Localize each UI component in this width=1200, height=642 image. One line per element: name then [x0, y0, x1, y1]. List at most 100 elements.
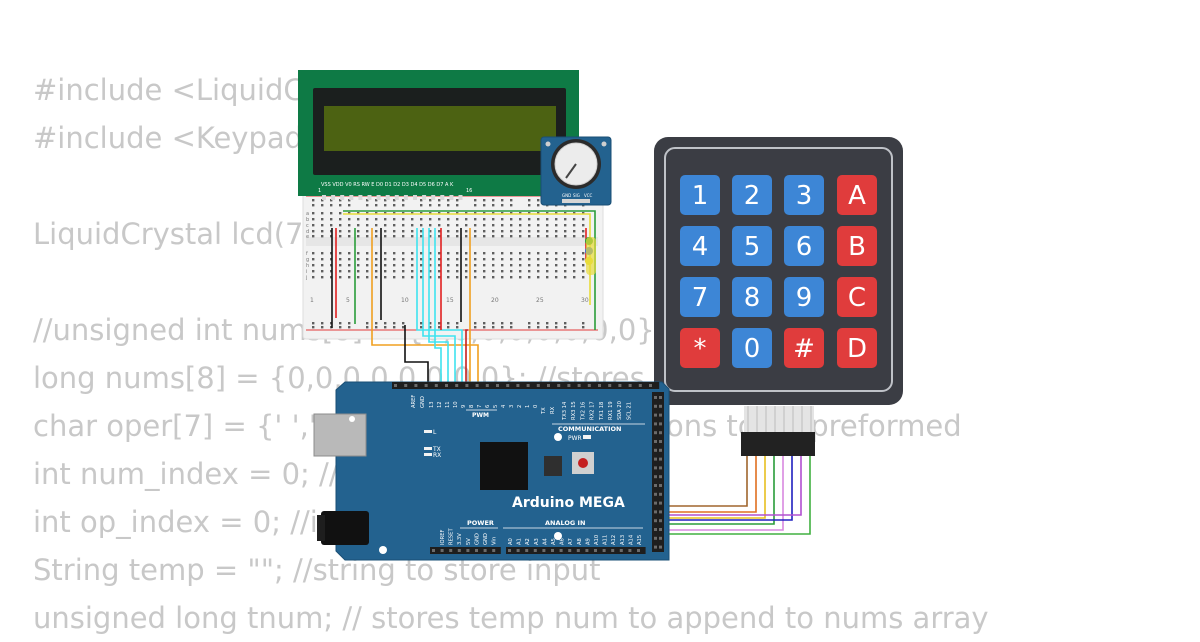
right-header-socket[interactable]: [654, 484, 657, 487]
power-jack[interactable]: [321, 511, 369, 545]
power-header-socket[interactable]: [492, 549, 496, 552]
right-header-socket[interactable]: [659, 475, 662, 479]
right-header-socket[interactable]: [659, 501, 662, 505]
power-analog-pin-header[interactable]: [430, 547, 646, 554]
power-header-socket[interactable]: [466, 549, 470, 552]
right-header-socket[interactable]: [654, 545, 657, 549]
key-5[interactable]: 5: [732, 226, 772, 266]
right-header-socket[interactable]: [654, 448, 657, 452]
analog-header-socket[interactable]: [576, 549, 580, 552]
lcd-module[interactable]: VSS VDD V0 RS RW E D0 D1 D2 D3 D4 D5 D6 …: [298, 70, 579, 200]
key-d[interactable]: D: [837, 328, 877, 368]
digital-header-socket[interactable]: [475, 384, 479, 387]
right-header-socket[interactable]: [659, 396, 662, 399]
right-header-socket[interactable]: [659, 510, 662, 514]
key-2[interactable]: 2: [732, 175, 772, 215]
analog-header-socket[interactable]: [551, 549, 554, 552]
power-header-socket[interactable]: [475, 549, 478, 552]
right-header-socket[interactable]: [654, 422, 657, 426]
key-0[interactable]: 0: [732, 328, 772, 368]
digital-header-socket[interactable]: [547, 384, 550, 387]
right-header-socket[interactable]: [654, 492, 657, 496]
right-header-socket[interactable]: [654, 475, 657, 479]
key-1[interactable]: 1: [680, 175, 720, 215]
right-header-socket[interactable]: [659, 422, 662, 426]
digital-header-socket[interactable]: [394, 384, 397, 387]
digital-header-socket[interactable]: [404, 384, 408, 387]
right-header-socket[interactable]: [659, 404, 662, 408]
power-header-socket[interactable]: [457, 549, 461, 552]
right-header-socket[interactable]: [654, 501, 657, 505]
analog-header-socket[interactable]: [559, 549, 563, 552]
right-header-socket[interactable]: [654, 519, 657, 523]
digital-header-socket[interactable]: [536, 384, 540, 387]
key-7[interactable]: 7: [680, 277, 720, 317]
right-header-socket[interactable]: [654, 536, 657, 540]
power-header-socket[interactable]: [440, 549, 444, 552]
arduino-mega[interactable]: L TX RX PWR Arduino MEGA PWM COMMUNICATI…: [313, 381, 670, 561]
right-header-socket[interactable]: [659, 545, 662, 549]
right-header-socket[interactable]: [659, 448, 662, 452]
right-header-socket[interactable]: [654, 440, 657, 443]
digital-header-socket[interactable]: [414, 384, 418, 387]
analog-header-socket[interactable]: [585, 549, 589, 552]
usb-connector[interactable]: [313, 413, 367, 457]
right-header-socket[interactable]: [659, 492, 662, 496]
reset-button[interactable]: [578, 458, 588, 468]
digital-header-socket[interactable]: [618, 384, 622, 387]
right-header-socket[interactable]: [654, 466, 657, 470]
digital-header-socket[interactable]: [598, 384, 601, 387]
digital-header-socket[interactable]: [638, 384, 642, 387]
analog-header-socket[interactable]: [525, 549, 529, 552]
digital-header-socket[interactable]: [506, 384, 510, 387]
analog-header-socket[interactable]: [516, 549, 520, 552]
digital-header-socket[interactable]: [445, 384, 448, 387]
right-header-socket[interactable]: [654, 431, 657, 435]
power-header-socket[interactable]: [449, 549, 453, 552]
right-header-socket[interactable]: [659, 519, 662, 523]
digital-header-socket[interactable]: [557, 384, 561, 387]
right-header-socket[interactable]: [659, 431, 662, 435]
key-8[interactable]: 8: [732, 277, 772, 317]
right-header-socket[interactable]: [654, 510, 657, 514]
digital-header-socket[interactable]: [424, 384, 428, 387]
right-header-socket[interactable]: [654, 457, 657, 461]
digital-header-socket[interactable]: [516, 384, 520, 387]
digital-header-socket[interactable]: [628, 384, 632, 387]
digital-header-socket[interactable]: [434, 384, 438, 387]
right-header-socket[interactable]: [659, 528, 662, 531]
digital-header-socket[interactable]: [587, 384, 591, 387]
digital-header-socket[interactable]: [567, 384, 571, 387]
key-4[interactable]: 4: [680, 226, 720, 266]
analog-header-socket[interactable]: [508, 549, 511, 552]
digital-header-socket[interactable]: [608, 384, 612, 387]
analog-header-socket[interactable]: [533, 549, 537, 552]
key-a[interactable]: A: [837, 175, 877, 215]
right-header-socket[interactable]: [654, 396, 657, 399]
analog-header-socket[interactable]: [619, 549, 623, 552]
key-6[interactable]: 6: [784, 226, 824, 266]
digital-header-socket[interactable]: [455, 384, 459, 387]
digital-header-socket[interactable]: [649, 384, 652, 387]
right-header-socket[interactable]: [659, 466, 662, 470]
right-header-socket[interactable]: [659, 484, 662, 487]
key-b[interactable]: B: [837, 226, 877, 266]
analog-header-socket[interactable]: [594, 549, 597, 552]
right-header-socket[interactable]: [654, 528, 657, 531]
right-header-socket[interactable]: [659, 440, 662, 443]
right-header-socket[interactable]: [659, 413, 662, 417]
potentiometer[interactable]: GND SIG VCC: [540, 136, 612, 275]
power-header-socket[interactable]: [483, 549, 487, 552]
key-3[interactable]: 3: [784, 175, 824, 215]
analog-header-socket[interactable]: [628, 549, 632, 552]
key-star[interactable]: *: [680, 328, 720, 368]
key-hash[interactable]: #: [784, 328, 824, 368]
digital-header-socket[interactable]: [577, 384, 581, 387]
digital-pin-header[interactable]: [392, 382, 660, 389]
analog-header-socket[interactable]: [637, 549, 640, 552]
digital-header-socket[interactable]: [465, 384, 469, 387]
right-header-socket[interactable]: [659, 457, 662, 461]
right-header-socket[interactable]: [654, 404, 657, 408]
key-c[interactable]: C: [837, 277, 877, 317]
